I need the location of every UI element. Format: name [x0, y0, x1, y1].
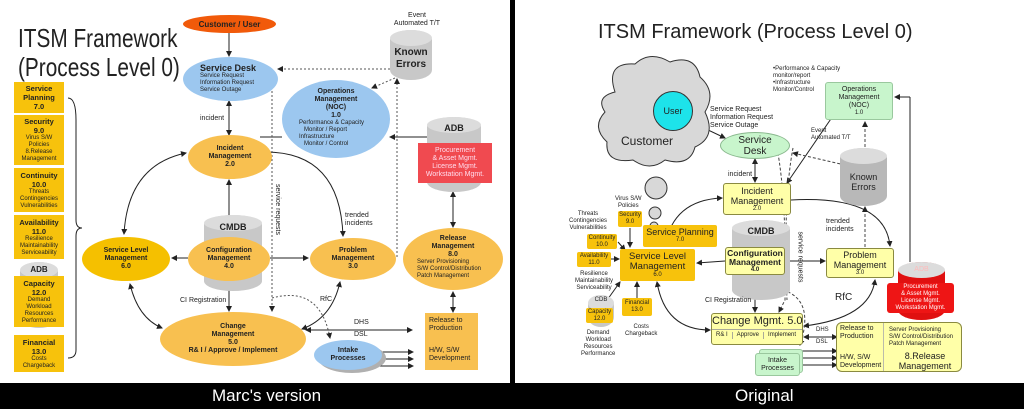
procurement-asset-box: Procurement& Asset Mgmt.License Mgmt.Wor… [418, 143, 492, 183]
user-node: User [653, 91, 693, 131]
left-connectors [67, 33, 456, 369]
right-caption: Original [735, 386, 794, 405]
original-panel: ITSM Framework (Process Level 0) Custome… [515, 0, 1024, 383]
page-title: ITSM Framework (Process Level 0) [18, 24, 180, 82]
dhs-label: DHS [354, 319, 369, 326]
customer-user-node: Customer / User [183, 15, 276, 33]
left-caption: Marc's version [212, 386, 322, 405]
ci-registration-label: CI Registration [180, 297, 227, 304]
original-title: ITSM Framework (Process Level 0) [598, 21, 913, 43]
caption-bar: Marc's version Original [0, 383, 1024, 409]
procurement-asset-box: Procurement& Asset Mgmt.License Mgmt.Wor… [887, 283, 954, 313]
dsl-label: DSL [354, 331, 368, 338]
ci-registration-label: CI Registration [705, 297, 752, 304]
dsl-label: DSL [816, 339, 828, 345]
service-requests-label-wrap: service requests [794, 222, 804, 292]
incident-label: incident [200, 115, 225, 122]
service-requests-label: service requests [796, 231, 803, 283]
dhs-label: DHS [816, 327, 829, 333]
customer-label: Customer [621, 134, 674, 148]
title-line-1: ITSM Framework [18, 23, 178, 53]
service-requests-label: service requests [274, 184, 281, 235]
change-mgmt-title: Change Mgmt. 5.0 [712, 315, 803, 327]
marcs-version-panel: ITSM Framework (Process Level 0) Custome… [0, 0, 510, 383]
rfc-label: RfC [835, 292, 853, 303]
panel-divider [510, 0, 515, 383]
incident-label: incident [728, 171, 753, 178]
service-desk-title: Service Desk [200, 63, 257, 73]
title-line-2: (Process Level 0) [18, 52, 180, 82]
rfc-label: RfC [320, 296, 333, 303]
release-divider [883, 323, 884, 371]
